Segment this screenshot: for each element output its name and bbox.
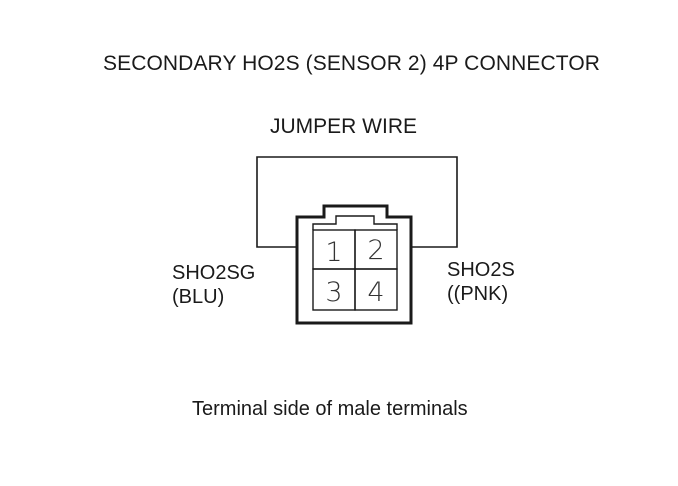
right-terminal-name: SHO2S <box>447 259 515 281</box>
jumper-wire-label: JUMPER WIRE <box>270 115 417 138</box>
jumper-wire <box>256 156 458 248</box>
connector-lock-tab <box>312 215 398 230</box>
left-terminal-wire-color: (BLU) <box>172 286 225 308</box>
diagram-title: SECONDARY HO2S (SENSOR 2) 4P CONNECTOR <box>103 52 601 75</box>
pin-number-1: 1 <box>325 237 342 268</box>
connector-housing <box>295 204 413 325</box>
right-terminal-wire-color: ((PNK) <box>447 283 509 305</box>
diagram-caption: Terminal side of male terminals <box>192 398 468 420</box>
pin-number-4: 4 <box>367 277 384 308</box>
left-terminal-name: SHO2SG <box>172 262 256 284</box>
terminal-cavity-4 <box>354 268 398 311</box>
pin-number-3: 3 <box>325 277 342 308</box>
pin-number-2: 2 <box>367 235 384 266</box>
